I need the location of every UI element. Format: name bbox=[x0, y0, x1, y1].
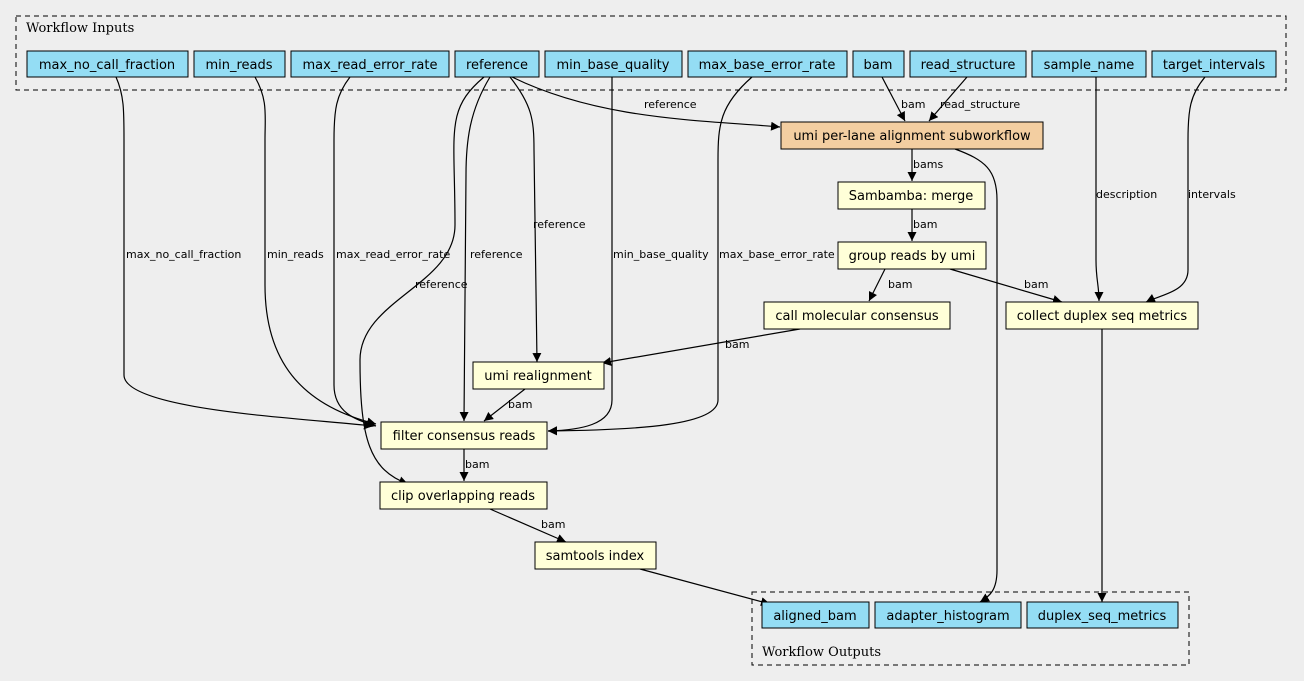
node-label: reference bbox=[466, 58, 528, 73]
input-sample-name[interactable]: sample_name bbox=[1031, 50, 1147, 78]
edge-label-bam: bam bbox=[901, 98, 925, 111]
edge-call-realignment: bam bbox=[601, 328, 801, 366]
input-target-intervals[interactable]: target_intervals bbox=[1151, 50, 1277, 78]
edge-group-call: bam bbox=[868, 268, 912, 302]
edge-label-intervals: intervals bbox=[1188, 188, 1236, 201]
node-call-molecular-consensus[interactable]: call molecular consensus bbox=[763, 301, 951, 330]
node-label: target_intervals bbox=[1163, 58, 1266, 73]
edge-reference-realignment: reference bbox=[509, 76, 586, 363]
edge-label-reference-filter: reference bbox=[470, 248, 523, 261]
edge-realignment-filter: bam bbox=[483, 388, 532, 422]
node-label: bam bbox=[864, 58, 893, 73]
node-umi-realignment[interactable]: umi realignment bbox=[472, 361, 605, 390]
edge-subworkflow-adapter-histogram bbox=[954, 148, 998, 603]
edge-reference-clip: reference bbox=[359, 76, 485, 486]
output-duplex-seq-metrics[interactable]: duplex_seq_metrics bbox=[1026, 601, 1179, 629]
edge-sample-name-collect: description bbox=[1094, 77, 1157, 302]
node-label: max_read_error_rate bbox=[303, 58, 438, 73]
node-label: max_base_error_rate bbox=[699, 58, 836, 73]
node-label: read_structure bbox=[921, 58, 1016, 73]
workflow-inputs-label: Workflow Inputs bbox=[26, 21, 134, 36]
node-group-reads-by-umi[interactable]: group reads by umi bbox=[837, 241, 987, 270]
edges: max_no_call_fraction min_reads max_read_… bbox=[115, 76, 1236, 607]
edge-label-clip-index: bam bbox=[541, 518, 565, 531]
input-min-base-quality[interactable]: min_base_quality bbox=[544, 50, 683, 78]
edge-min-reads: min_reads bbox=[254, 76, 377, 427]
node-label: group reads by umi bbox=[849, 249, 976, 264]
output-aligned-bam[interactable]: aligned_bam bbox=[761, 601, 870, 629]
input-bam[interactable]: bam bbox=[852, 50, 905, 78]
edge-label-group-collect: bam bbox=[1024, 278, 1048, 291]
input-min-reads[interactable]: min_reads bbox=[193, 50, 286, 78]
edge-label-max-base-error-rate: max_base_error_rate bbox=[719, 248, 835, 261]
node-label: aligned_bam bbox=[773, 609, 856, 624]
node-umi-subworkflow[interactable]: umi per-lane alignment subworkflow bbox=[780, 121, 1044, 150]
node-label: collect duplex seq metrics bbox=[1017, 309, 1188, 324]
node-label: umi realignment bbox=[484, 369, 591, 384]
output-adapter-histogram[interactable]: adapter_histogram bbox=[874, 601, 1022, 629]
node-label: call molecular consensus bbox=[775, 309, 939, 324]
workflow-inputs-cluster: Workflow Inputs bbox=[15, 15, 1287, 91]
node-sambamba-merge[interactable]: Sambamba: merge bbox=[837, 181, 986, 210]
edge-label-merge-group: bam bbox=[913, 218, 937, 231]
edge-reference-filter: reference bbox=[459, 76, 523, 422]
edge-label-group-call: bam bbox=[888, 278, 912, 291]
edge-label-bams: bams bbox=[913, 158, 943, 171]
edge-target-intervals-collect: intervals bbox=[1145, 76, 1236, 303]
edge-label-filter-clip: bam bbox=[465, 458, 489, 471]
edge-subworkflow-merge: bams bbox=[907, 149, 943, 181]
edge-index-aligned-bam bbox=[639, 568, 771, 607]
edge-label-min-reads: min_reads bbox=[267, 248, 324, 261]
edge-filter-clip: bam bbox=[459, 449, 489, 481]
edge-clip-index: bam bbox=[489, 508, 567, 543]
edge-label-reference-realignment: reference bbox=[533, 218, 586, 231]
edge-max-base-error-rate: max_base_error_rate bbox=[547, 76, 835, 436]
node-label: filter consensus reads bbox=[393, 429, 536, 444]
node-label: duplex_seq_metrics bbox=[1038, 609, 1167, 624]
edge-merge-group: bam bbox=[907, 209, 937, 241]
node-samtools-index[interactable]: samtools index bbox=[534, 541, 657, 570]
node-label: adapter_histogram bbox=[886, 609, 1009, 624]
workflow-outputs-cluster: Workflow Outputs bbox=[751, 591, 1190, 666]
edge-label-read-structure: read_structure bbox=[940, 98, 1020, 111]
input-reference[interactable]: reference bbox=[454, 50, 540, 78]
node-filter-consensus-reads[interactable]: filter consensus reads bbox=[380, 421, 548, 450]
edge-label-max-no-call-fraction: max_no_call_fraction bbox=[126, 248, 241, 261]
node-label: umi per-lane alignment subworkflow bbox=[793, 129, 1031, 144]
edge-label-min-base-quality: min_base_quality bbox=[613, 248, 709, 261]
edge-max-no-call-fraction: max_no_call_fraction bbox=[115, 76, 374, 430]
edge-label-max-read-error-rate: max_read_error_rate bbox=[336, 248, 450, 261]
edge-label-reference-subworkflow: reference bbox=[644, 98, 697, 111]
edge-label-reference-clip: reference bbox=[415, 278, 468, 291]
node-label: min_base_quality bbox=[557, 58, 670, 73]
node-label: max_no_call_fraction bbox=[39, 58, 175, 73]
input-max-base-error-rate[interactable]: max_base_error_rate bbox=[687, 50, 848, 78]
node-label: min_reads bbox=[205, 58, 272, 73]
edge-group-collect: bam bbox=[949, 268, 1063, 304]
node-label: Sambamba: merge bbox=[849, 189, 974, 204]
edge-label-description: description bbox=[1096, 188, 1157, 201]
input-read-structure[interactable]: read_structure bbox=[909, 50, 1027, 78]
edge-label-realign-filter: bam bbox=[508, 398, 532, 411]
edge-read-structure-subworkflow: read_structure bbox=[928, 76, 1020, 122]
input-max-no-call-fraction[interactable]: max_no_call_fraction bbox=[26, 50, 189, 78]
node-label: samtools index bbox=[546, 549, 645, 564]
node-label: clip overlapping reads bbox=[391, 489, 535, 504]
edge-max-read-error-rate: max_read_error_rate bbox=[333, 76, 450, 428]
node-collect-duplex-seq-metrics[interactable]: collect duplex seq metrics bbox=[1005, 301, 1199, 330]
input-max-read-error-rate[interactable]: max_read_error_rate bbox=[290, 50, 450, 78]
edge-reference-subworkflow: reference bbox=[511, 76, 781, 131]
node-label: sample_name bbox=[1044, 58, 1135, 73]
edge-bam-subworkflow: bam bbox=[881, 76, 925, 122]
edge-label-call-realign: bam bbox=[725, 338, 749, 351]
workflow-outputs-label: Workflow Outputs bbox=[762, 645, 881, 660]
node-clip-overlapping-reads[interactable]: clip overlapping reads bbox=[379, 481, 548, 510]
